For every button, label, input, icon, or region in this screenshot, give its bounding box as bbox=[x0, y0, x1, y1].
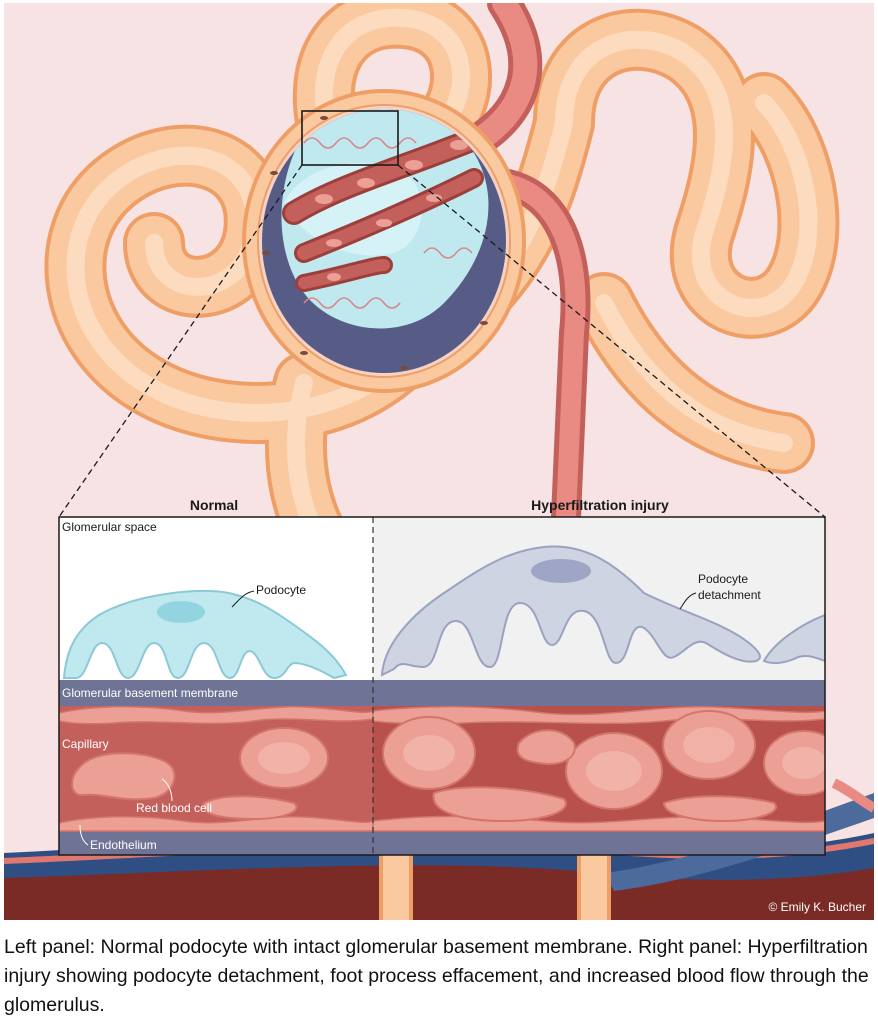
podocyte-leader bbox=[231, 590, 255, 608]
right-panel-title: Hyperfiltration injury bbox=[531, 497, 669, 513]
red-blood-cell-label: Red blood cell bbox=[136, 801, 212, 815]
podocyte-detachment-leader bbox=[679, 592, 697, 610]
gbm-label: Glomerular basement membrane bbox=[62, 686, 238, 700]
glomerular-tuft bbox=[281, 109, 501, 329]
endothelium-label: Endothelium bbox=[90, 838, 157, 852]
tubule bbox=[44, 3, 840, 920]
glomerular-space-label: Glomerular space bbox=[62, 520, 157, 534]
zoom-lines bbox=[58, 164, 826, 518]
podocyte-label: Podocyte bbox=[256, 583, 306, 597]
figure-caption: Left panel: Normal podocyte with intact … bbox=[4, 936, 869, 1016]
inset-border bbox=[58, 516, 826, 856]
normal-podocyte-nucleus bbox=[157, 601, 205, 623]
detached-podocyte-nucleus bbox=[531, 559, 591, 583]
podocyte-detachment-label-line2: detachment bbox=[698, 588, 761, 602]
capillary-label: Capillary bbox=[62, 737, 109, 751]
bowman-capsule bbox=[242, 89, 526, 393]
inset-panel bbox=[59, 517, 825, 855]
endothelium bbox=[59, 832, 825, 855]
endothelium-leader bbox=[79, 824, 89, 846]
red-blood-cell-leader bbox=[161, 778, 173, 802]
zoom-box bbox=[301, 110, 399, 166]
detached-podocyte-neighbor bbox=[762, 613, 825, 665]
glomerular-basement-membrane bbox=[59, 680, 825, 706]
credit-text: © Emily K. Bucher bbox=[768, 900, 866, 914]
left-panel-title: Normal bbox=[190, 497, 238, 513]
detached-podocyte bbox=[380, 545, 761, 677]
podocyte-detachment-label-line1: Podocyte bbox=[698, 572, 748, 586]
normal-podocyte bbox=[62, 590, 348, 680]
glomerulus-illustration: Normal Hyperfiltration injury bbox=[4, 3, 874, 920]
